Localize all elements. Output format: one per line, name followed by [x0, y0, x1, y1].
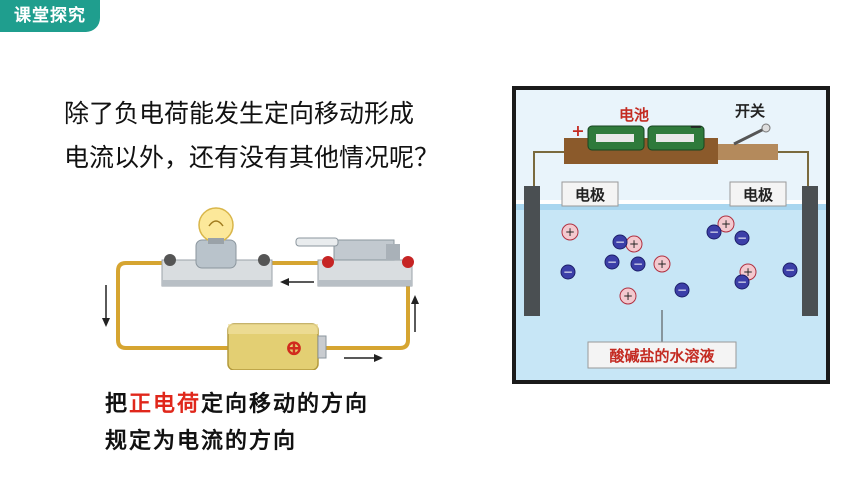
negative-ion: −	[630, 256, 646, 272]
negative-ion: −	[734, 230, 750, 246]
svg-text:−: −	[785, 263, 795, 277]
plus-terminal-label: +	[571, 121, 584, 140]
circuit-diagram: ⊕	[102, 207, 419, 370]
svg-text:−: −	[607, 255, 617, 269]
negative-ion: −	[604, 254, 620, 270]
question-line-1: 除了负电荷能发生定向移动形成	[64, 99, 415, 128]
positive-ion: +	[561, 223, 579, 241]
battery-label: 电池	[619, 106, 649, 124]
solution-label: 酸碱盐的水溶液	[609, 347, 715, 365]
switch-label: 开关	[735, 102, 765, 120]
svg-text:−: −	[677, 283, 687, 297]
question-text: 除了负电荷能发生定向移动形成 电流以外，还有没有其他情况呢？	[64, 92, 484, 180]
question-line-2: 电流以外，还有没有其他情况呢？	[64, 143, 440, 172]
electrode-right-label: 电极	[743, 186, 774, 204]
section-badge: 课堂探究	[0, 0, 100, 32]
svg-text:−: −	[737, 231, 747, 245]
svg-text:+: +	[623, 289, 633, 303]
negative-ion: −	[782, 262, 798, 278]
svg-text:+: +	[743, 265, 753, 279]
electrolyte-diagram: 电池 + − 开关 电极 电极 + + + + + + − −	[512, 86, 830, 384]
svg-text:−: −	[709, 225, 719, 239]
positive-ion: +	[653, 255, 671, 273]
negative-ion: −	[560, 264, 576, 280]
svg-text:+: +	[629, 237, 639, 251]
battery-plus-sign: ⊕	[285, 335, 303, 361]
svg-text:−: −	[563, 265, 573, 279]
electrode-left-label: 电极	[575, 186, 606, 204]
negative-ion: −	[674, 282, 690, 298]
negative-ion: −	[706, 224, 722, 240]
conclusion-text: 把正电荷定向移动的方向 规定为电流的方向	[105, 386, 369, 460]
positive-ion: +	[619, 287, 637, 305]
negative-ion: −	[612, 234, 628, 250]
conclusion-line-2: 规定为电流的方向	[105, 428, 298, 454]
svg-text:−: −	[737, 275, 747, 289]
highlight-positive-charge: 正电荷	[129, 391, 202, 417]
svg-text:+: +	[565, 225, 575, 239]
positive-ion: +	[717, 215, 735, 233]
positive-ion: +	[625, 235, 643, 253]
svg-text:+: +	[657, 257, 667, 271]
negative-ion: −	[734, 274, 750, 290]
conclusion-line-1: 把正电荷定向移动的方向	[105, 391, 370, 417]
svg-text:−: −	[633, 257, 643, 271]
minus-terminal-label: −	[689, 117, 702, 136]
svg-text:−: −	[615, 235, 625, 249]
svg-text:+: +	[721, 217, 731, 231]
